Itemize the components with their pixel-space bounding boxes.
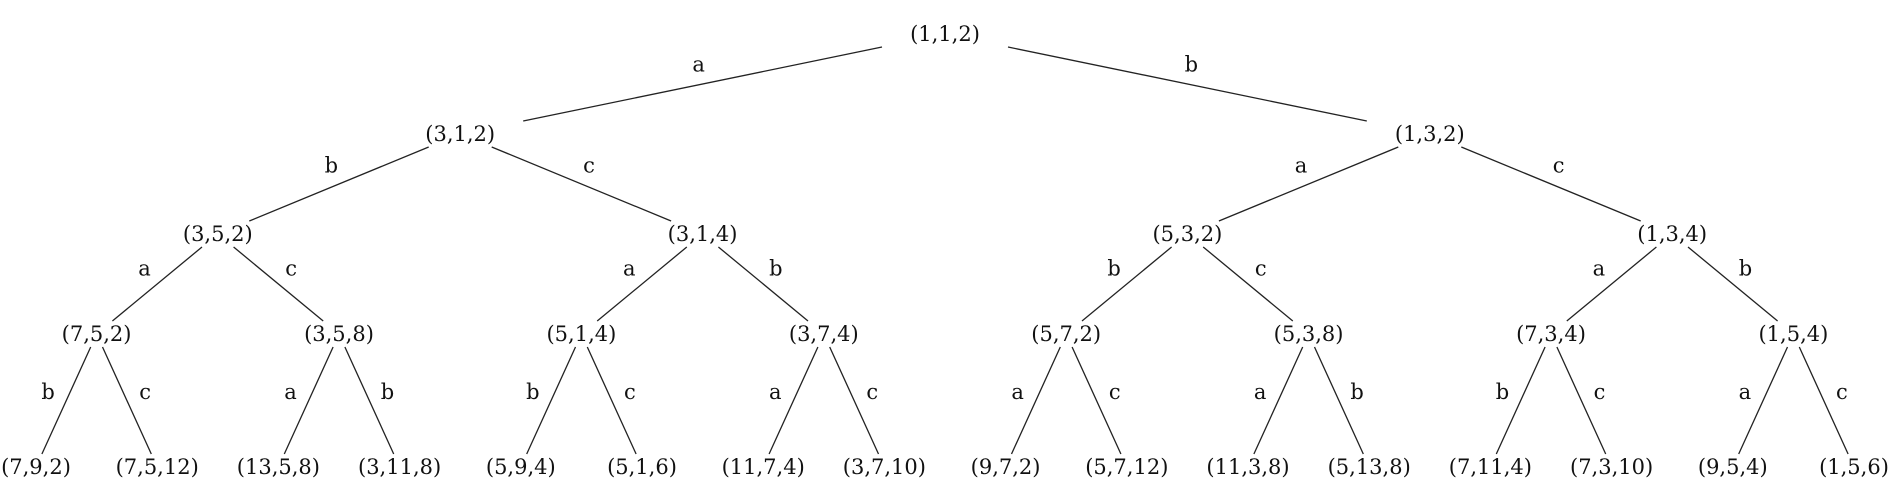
edge-label: b <box>1107 257 1120 281</box>
edge-label: a <box>1593 257 1606 281</box>
edge-label: c <box>1553 154 1565 178</box>
tree-edge <box>1071 346 1122 455</box>
tree-node: (5,1,4) <box>546 322 616 346</box>
edge-label: c <box>1836 380 1848 404</box>
tree-edge <box>1798 346 1849 455</box>
tree-node: (3,1,4) <box>668 222 738 246</box>
edge-label: b <box>1350 380 1363 404</box>
edge-label: a <box>623 257 636 281</box>
tree-node: (3,7,4) <box>789 322 859 346</box>
tree-node: (5,1,6) <box>607 455 677 479</box>
tree-edge <box>1566 246 1657 322</box>
edge-label: a <box>138 257 151 281</box>
edge-label: b <box>1185 52 1198 76</box>
tree-node: (1,5,6) <box>1819 455 1889 479</box>
tree-node: (3,7,10) <box>843 455 926 479</box>
tree-node: (1,5,4) <box>1758 322 1828 346</box>
tree-node: (5,7,12) <box>1085 455 1168 479</box>
tree-edge <box>596 246 688 322</box>
tree-edge <box>344 346 395 455</box>
tree-node: (9,7,2) <box>971 455 1041 479</box>
tree-edge <box>586 346 637 455</box>
tree-node: (3,5,8) <box>304 322 374 346</box>
tree-node: (5,3,2) <box>1152 222 1222 246</box>
tree-node: (1,1,2) <box>910 22 980 46</box>
edge-label: b <box>1739 257 1752 281</box>
tree-edge <box>1461 146 1641 222</box>
edge-label: c <box>1109 380 1121 404</box>
tree-node: (5,7,2) <box>1031 322 1101 346</box>
edge-label: a <box>1739 380 1752 404</box>
tree-edge <box>768 346 819 455</box>
tree-edge <box>491 146 672 222</box>
tree-edge <box>41 346 92 455</box>
tree-node: (3,11,8) <box>358 455 441 479</box>
tree-edge <box>233 246 324 322</box>
tree-node: (3,5,2) <box>183 222 253 246</box>
edge-label: a <box>1295 154 1308 178</box>
edge-label: c <box>866 380 878 404</box>
tree-node: (7,5,2) <box>62 322 132 346</box>
tree-node: (5,9,4) <box>486 455 556 479</box>
edge-label: c <box>1255 257 1267 281</box>
tree-edge <box>526 346 577 455</box>
edge-label: a <box>284 380 297 404</box>
tree-edge <box>1010 346 1061 455</box>
tree-node: (7,9,2) <box>1 455 71 479</box>
tree-edge <box>1687 246 1779 322</box>
tree-edge <box>1253 346 1304 455</box>
tree-edge <box>1218 146 1399 222</box>
edge-label: a <box>692 52 705 76</box>
tree-edge <box>1556 346 1607 455</box>
tree-edge <box>101 346 152 455</box>
tree-node: (11,7,4) <box>722 455 805 479</box>
tree-edge <box>1738 346 1789 455</box>
tree-node: (5,13,8) <box>1328 455 1411 479</box>
tree-edge <box>717 246 809 322</box>
tree-node: (9,5,4) <box>1698 455 1768 479</box>
tree-node: (7,5,12) <box>116 455 199 479</box>
edge-label: c <box>139 380 151 404</box>
tree-node: (13,5,8) <box>237 455 320 479</box>
edge-label: a <box>769 380 782 404</box>
tree-edge <box>283 346 334 455</box>
tree-node: (7,3,4) <box>1516 322 1586 346</box>
nodes-layer: (7,9,2) (7,5,12) (13,5,8) (3,11,8) (5,9,4) (5… <box>1 22 1889 479</box>
tree-edge <box>523 46 883 122</box>
edge-label: c <box>285 257 297 281</box>
edge-label: b <box>769 257 782 281</box>
tree-edge <box>1202 246 1294 322</box>
tree-edge <box>1495 346 1546 455</box>
edge-label: c <box>1594 380 1606 404</box>
tree-edge <box>1081 246 1173 322</box>
tree-edge <box>249 146 429 222</box>
edge-label: b <box>381 380 394 404</box>
edge-label: c <box>583 154 595 178</box>
edge-label: a <box>1011 380 1024 404</box>
tree-node: (5,3,8) <box>1274 322 1344 346</box>
tree-node: (7,11,4) <box>1449 455 1532 479</box>
edge-label: c <box>624 380 636 404</box>
edge-labels-layer: a b b c a c a c a b b c a b b c a b b c a c a c a b b c a c <box>41 52 1847 404</box>
edge-label: b <box>325 154 338 178</box>
tree-node: (1,3,4) <box>1637 222 1707 246</box>
tree-node: (1,3,2) <box>1395 122 1465 146</box>
edge-label: b <box>41 380 54 404</box>
tree-edge <box>111 246 203 322</box>
tree-edge <box>1313 346 1364 455</box>
tree-node: (7,3,10) <box>1570 455 1653 479</box>
edges-layer <box>41 46 1849 455</box>
tree-edge <box>1007 46 1367 122</box>
edge-label: b <box>526 380 539 404</box>
tree-edge <box>829 346 880 455</box>
edge-label: b <box>1496 380 1509 404</box>
edge-label: a <box>1254 380 1267 404</box>
tree-node: (11,3,8) <box>1206 455 1289 479</box>
tree-node: (3,1,2) <box>425 122 495 146</box>
